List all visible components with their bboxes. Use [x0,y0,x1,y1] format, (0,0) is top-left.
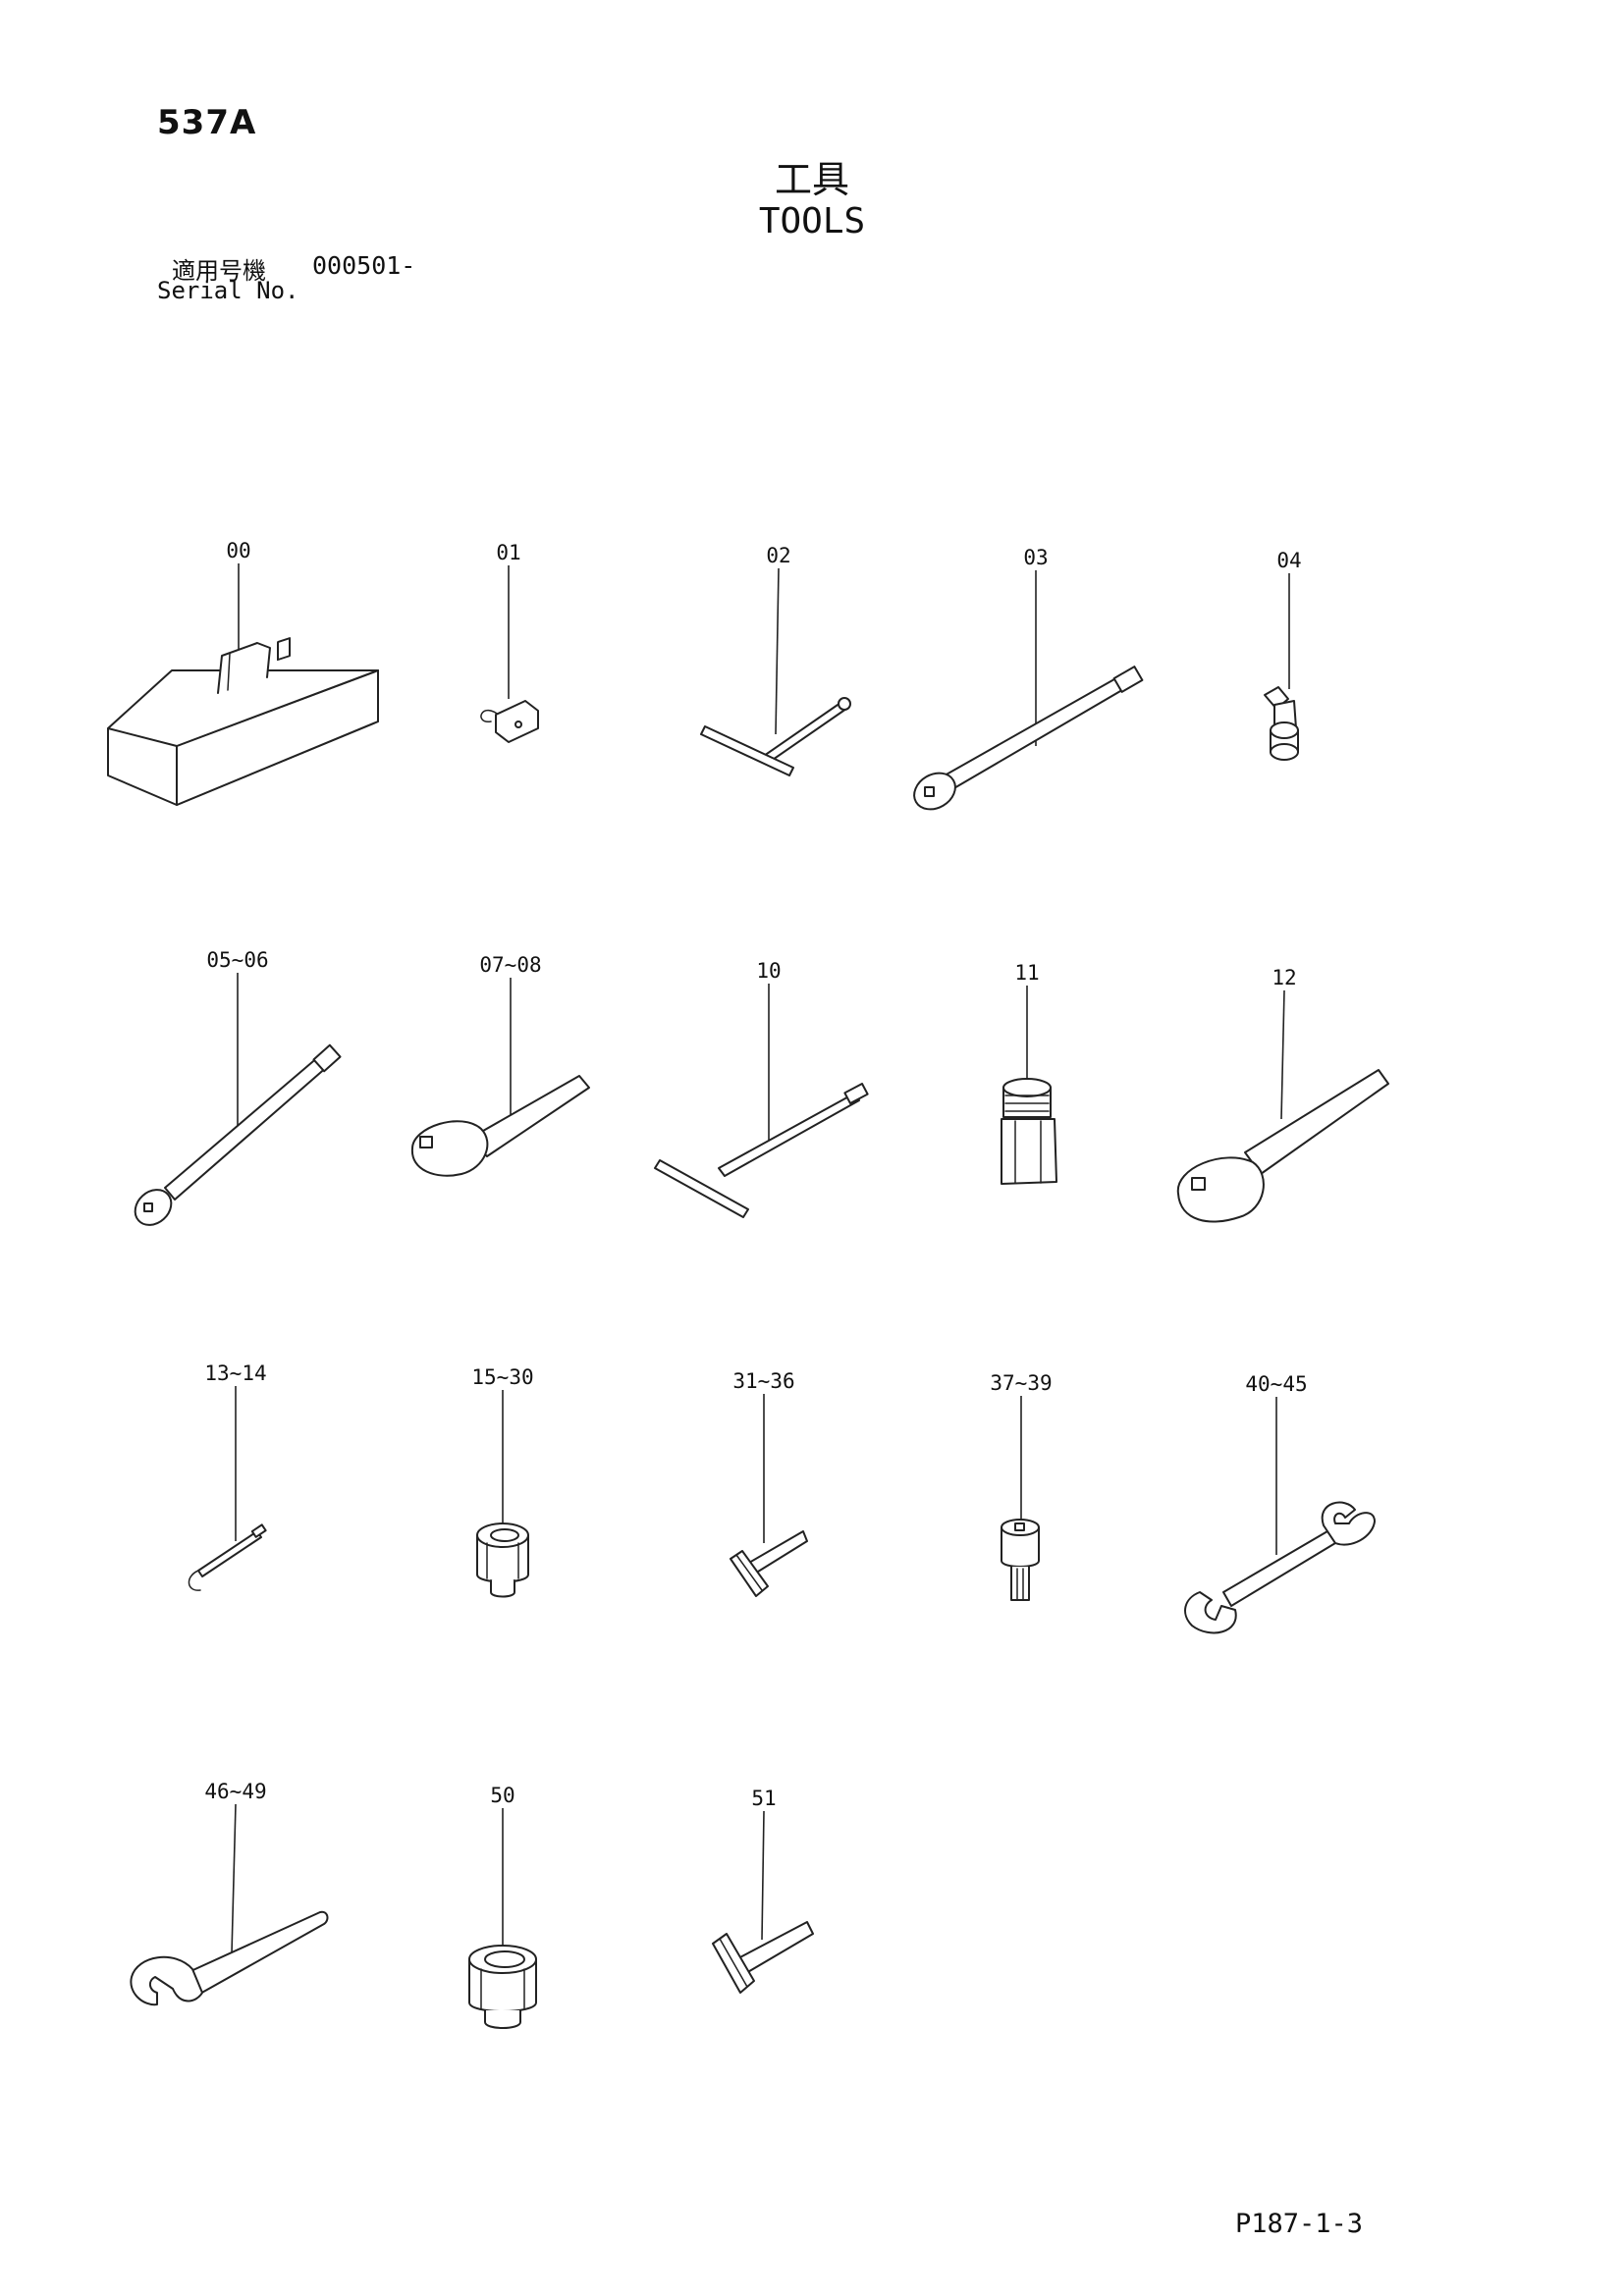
padlock-icon [480,700,539,743]
toolbox-icon [107,637,379,806]
part-13-14[interactable]: 13~14 [188,1362,267,1591]
part-label-05-06: 05~06 [206,948,268,972]
adapter-icon [1001,1078,1057,1185]
t-handle-wrench-icon [654,1083,869,1218]
t-handle-wrench-icon [700,697,851,776]
socket-icon [468,1945,537,2029]
double-open-wrench-icon [1184,1501,1376,1634]
ratchet-handle-icon [1176,1069,1389,1223]
part-11[interactable]: 11 [1001,961,1057,1185]
part-15-30[interactable]: 15~30 [471,1365,534,1598]
part-37-39[interactable]: 37~39 [990,1371,1053,1601]
part-05-06[interactable]: 05~06 [128,948,342,1232]
part-label-02: 02 [766,544,790,567]
part-label-01: 01 [496,541,520,564]
title-english: TOOLS [758,201,866,241]
socket-icon [476,1522,529,1598]
part-12[interactable]: 12 [1176,966,1389,1223]
part-40-45[interactable]: 40~45 [1184,1372,1376,1634]
part-46-49[interactable]: 46~49 [130,1780,329,2006]
part-02[interactable]: 02 [700,544,851,776]
page-reference: P187-1-3 [1235,2209,1364,2239]
l-wrench-icon [188,1523,267,1591]
serial-label-english: Serial No. [157,277,299,304]
part-label-15-30: 15~30 [471,1365,533,1389]
extension-bar-icon [913,666,1144,811]
part-label-11: 11 [1014,961,1039,985]
part-label-31-36: 31~36 [732,1369,794,1393]
part-01[interactable]: 01 [480,541,539,743]
serial-number-value: 000501- [312,251,416,280]
part-label-13-14: 13~14 [204,1362,266,1385]
part-label-04: 04 [1276,549,1301,572]
hex-key-icon [712,1921,814,1994]
part-03[interactable]: 03 [907,546,1144,817]
title-japanese: 工具 [774,158,849,201]
part-31-36[interactable]: 31~36 [730,1369,808,1597]
part-51[interactable]: 51 [712,1787,814,1994]
part-label-10: 10 [756,959,781,983]
page-code: 537A [157,103,257,142]
part-07-08[interactable]: 07~08 [410,953,590,1177]
part-label-12: 12 [1272,966,1296,989]
hex-key-icon [730,1530,808,1597]
part-label-00: 00 [226,539,250,562]
part-label-37-39: 37~39 [990,1371,1052,1395]
part-label-46-49: 46~49 [204,1780,266,1803]
universal-joint-icon [1264,686,1299,761]
ratchet-handle-icon [410,1075,590,1177]
single-open-wrench-icon [130,1910,329,2006]
extension-bar-icon [134,1043,342,1226]
part-50[interactable]: 50 [468,1784,537,2029]
part-00[interactable]: 00 [107,539,379,806]
part-label-51: 51 [751,1787,776,1810]
serial-label-japanese: 適用号機 [172,257,266,285]
part-10[interactable]: 10 [654,959,869,1218]
part-label-03: 03 [1023,546,1048,569]
part-04[interactable]: 04 [1264,549,1302,761]
bit-socket-icon [1001,1519,1040,1601]
part-label-40-45: 40~45 [1245,1372,1307,1396]
part-label-50: 50 [490,1784,514,1807]
part-label-07-08: 07~08 [479,953,541,977]
